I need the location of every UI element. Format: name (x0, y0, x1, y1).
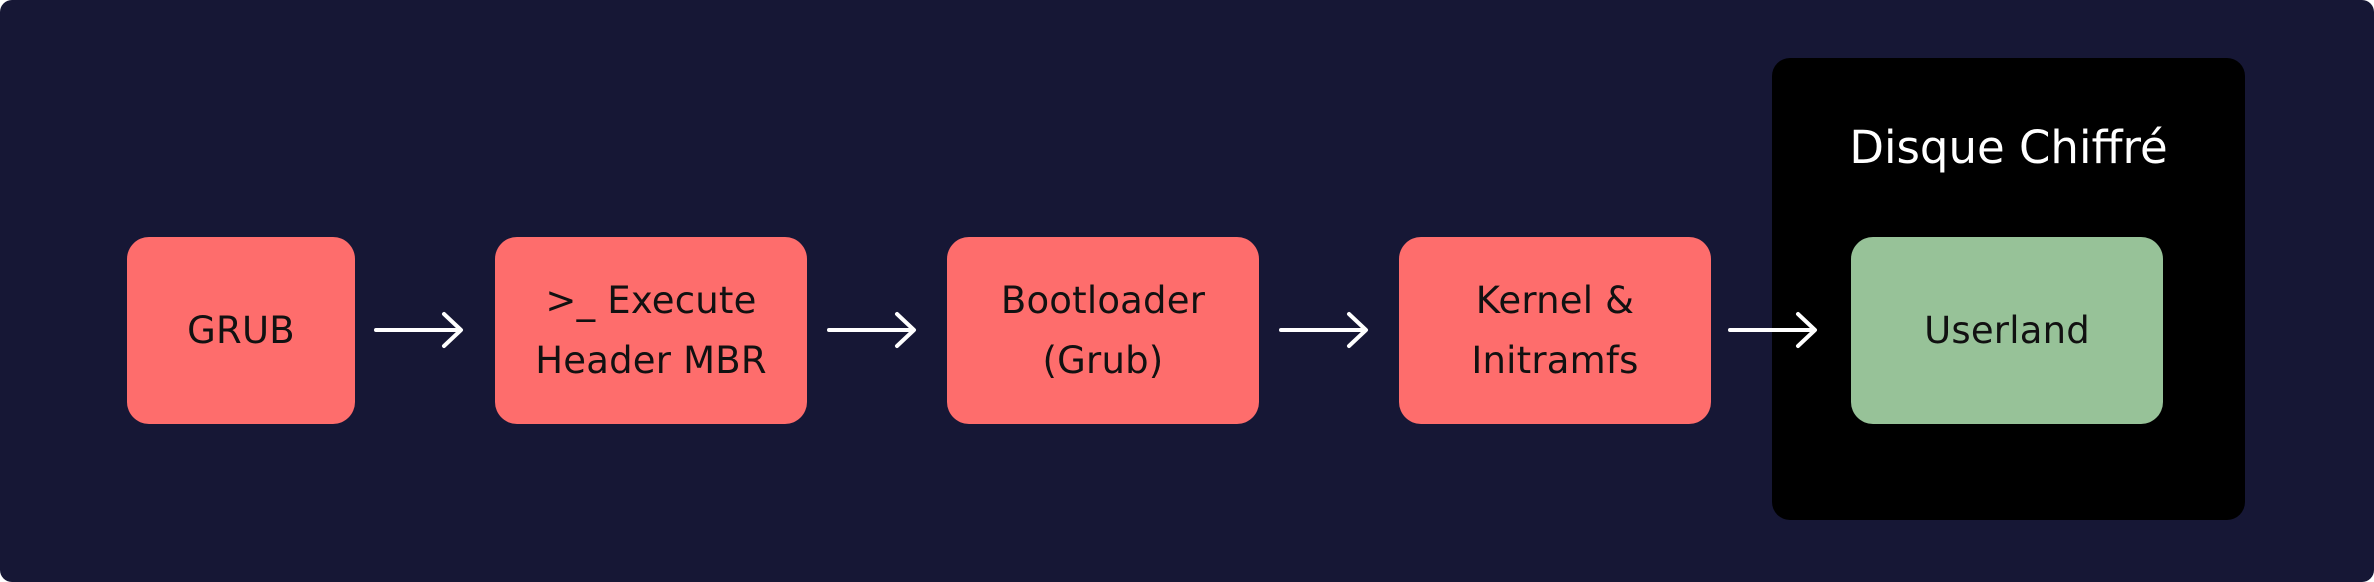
step-grub: GRUB (127, 237, 355, 424)
arrow-right-icon (827, 312, 916, 348)
arrow-right-icon (1728, 312, 1817, 348)
step-bootloader-label: Bootloader (Grub) (1000, 278, 1206, 382)
step-kernel-initramfs-label: Kernel & Initramfs (1471, 278, 1639, 382)
step-kernel-initramfs: Kernel & Initramfs (1399, 237, 1711, 424)
step-grub-label: GRUB (187, 308, 295, 352)
step-execute-header-mbr: >_ Execute Header MBR (495, 237, 807, 424)
step-userland: Userland (1851, 237, 2163, 424)
step-execute-header-mbr-label: >_ Execute Header MBR (535, 278, 767, 382)
step-userland-label: Userland (1924, 308, 2090, 352)
arrow-right-icon (1279, 312, 1368, 348)
step-bootloader: Bootloader (Grub) (947, 237, 1259, 424)
encrypted-disk-title: Disque Chiffré (1849, 121, 2168, 174)
arrow-right-icon (374, 312, 463, 348)
